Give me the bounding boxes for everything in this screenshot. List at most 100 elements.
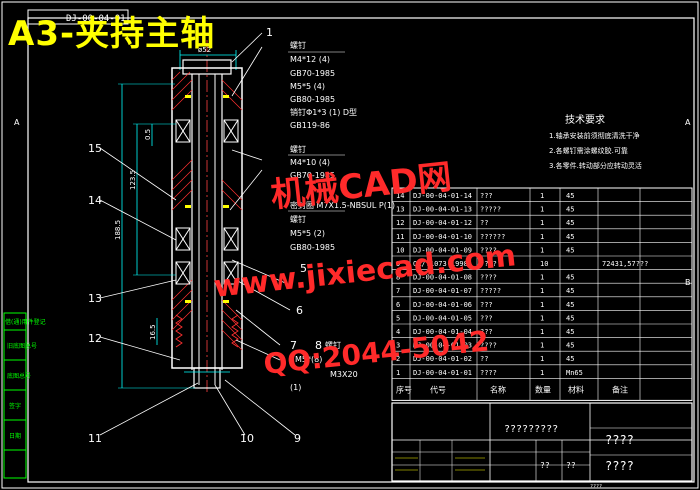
stamp-item-1: 旧底图总号: [7, 342, 37, 350]
bom-cell: ???: [480, 328, 493, 336]
callout-6: 6: [296, 304, 303, 317]
note-10: 密封圈 M7X1.5-NBSUL P(1): [290, 200, 395, 210]
bom-cell: 45: [566, 233, 574, 241]
bom-cell: ????: [480, 342, 497, 350]
leader-lines: [99, 32, 296, 436]
bom-cell: ?????: [480, 287, 501, 295]
bom-cell: DJ-00-04-01-12: [413, 219, 472, 227]
bom-header-cell: 备注: [612, 384, 628, 394]
bom-cell: 1: [540, 287, 544, 295]
note-3: M5*5 (4): [290, 82, 325, 91]
note-17: (1): [290, 383, 301, 392]
bom-cell: DJ-00-04-01-10: [413, 233, 472, 241]
bom-cell: DJ-00-04-01-06: [413, 301, 472, 309]
header-code: DJ-00-04-01: [66, 14, 126, 24]
bom-cell: 1: [540, 274, 544, 282]
note-9: GB70-1985: [290, 171, 335, 180]
tech-requirements: 技术要求 1.轴承安装前须彻底清洗干净 2.各螺钉需涂螺纹胶.可靠 3.各零件.…: [549, 113, 642, 170]
title-block-mark: ????: [590, 484, 602, 490]
bom-cell: 13: [396, 206, 404, 214]
stamp-item-4: 日期: [9, 432, 21, 440]
bom-cell: DJ-00-04-01-08: [413, 274, 472, 282]
bom-cell: Mn65: [566, 369, 583, 377]
stamp-item-3: 签字: [9, 402, 21, 410]
header-code-box: [27, 9, 129, 25]
bom-cell: ????: [480, 274, 497, 282]
bom-header-cell: 数量: [535, 384, 551, 394]
bom-cell: 1: [540, 355, 544, 363]
bom-cell: ??: [480, 219, 488, 227]
note-2: GB70-1985: [290, 69, 335, 78]
bom-cell: 1: [540, 369, 544, 377]
bom-cell: 72431,57???: [602, 260, 648, 268]
bom-cell: 45: [566, 192, 574, 200]
title-block-scale: ??: [540, 461, 550, 470]
bom-cell: 1: [540, 206, 544, 214]
bom-cell: 45: [566, 355, 574, 363]
note-0: 螺钉: [290, 40, 306, 50]
page-title: A3-夹持主轴: [8, 14, 216, 54]
callout-15: 15: [88, 142, 102, 155]
note-14: 螺钉: [325, 340, 341, 350]
callout-numbers: 1 5 6 7 8 9 10 11 12 13 14 15: [88, 26, 322, 445]
bom-cell: 45: [566, 219, 574, 227]
bom-cell: ???: [480, 192, 493, 200]
bom-cell: ??????: [480, 233, 505, 241]
tech-item-3: 3.各零件.转动部分应转动灵活: [549, 161, 642, 170]
bom-cell: 8: [396, 274, 400, 282]
bom-cell: 1: [540, 233, 544, 241]
note-4: GB80-1985: [290, 95, 335, 104]
bom-cell: DJ-00-04-01-01: [413, 369, 472, 377]
dim-1885: 188.5: [114, 220, 122, 240]
dim-165: 16.5: [149, 324, 157, 340]
bom-cell: ????: [480, 260, 497, 268]
callout-10: 10: [240, 432, 254, 445]
note-5: 销钉Φ1*3 (1) D型: [290, 107, 357, 117]
side-letter-a-right: A: [685, 118, 691, 127]
callout-5: 5: [300, 262, 307, 275]
note-15: M5*(8): [295, 355, 322, 364]
callout-12: 12: [88, 332, 102, 345]
callout-9: 9: [294, 432, 301, 445]
bom-cell: ?????: [480, 206, 501, 214]
callout-14: 14: [88, 194, 102, 207]
dim-d52: ø52: [198, 46, 211, 54]
side-letter-a-left: A: [14, 118, 20, 127]
bom-cell: QZ/T1073-1998: [413, 260, 468, 268]
bom-cell: 14: [396, 192, 404, 200]
bom-cell: DJ-00-04-01-07: [413, 287, 472, 295]
bom-cell: 12: [396, 219, 404, 227]
bom-cell: 1: [396, 369, 400, 377]
bom-header-cell: 序号: [396, 384, 412, 394]
title-block-name: ?????????: [504, 424, 558, 435]
bom-cell: 6: [396, 301, 400, 309]
bom-cell: 1: [540, 219, 544, 227]
title-block-code2: ????: [605, 459, 634, 473]
note-12: M5*5 (2): [290, 229, 325, 238]
bom-cell: 45: [566, 314, 574, 322]
bom-cell: 1: [540, 246, 544, 254]
bom-cell: 45: [566, 328, 574, 336]
bom-cell: 1: [540, 314, 544, 322]
note-8: M4*10 (4): [290, 158, 330, 167]
bom-cell: ????: [480, 369, 497, 377]
bom-cell: 1: [540, 342, 544, 350]
bom-cell: 45: [566, 287, 574, 295]
bom-cell: DJ-00-04-01-04: [413, 328, 472, 336]
bom-cell: ????: [480, 246, 497, 254]
bom-cell: DJ-00-04-01-13: [413, 206, 472, 214]
callout-1: 1: [266, 26, 273, 39]
bom-cell: ???: [480, 301, 493, 309]
bom-cell: DJ-00-04-01-14: [413, 192, 472, 200]
spindle-assembly: ø52: [114, 40, 243, 395]
bom-cell: DJ-00-04-01-09: [413, 246, 472, 254]
bom-cell: 45: [566, 342, 574, 350]
bom-header-cell: 代号: [430, 384, 446, 394]
dim-05: 0.5: [144, 129, 152, 140]
bom-cell: 3: [396, 342, 400, 350]
tech-item-1: 1.轴承安装前须彻底清洗干净: [549, 131, 640, 140]
bom-cell: 1: [540, 328, 544, 336]
note-7: 螺钉: [290, 144, 306, 154]
